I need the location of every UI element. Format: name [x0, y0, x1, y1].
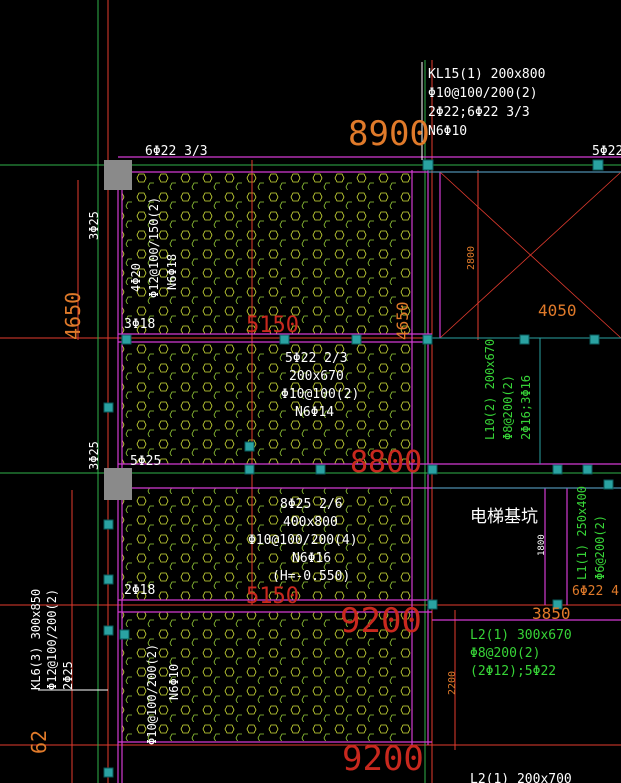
shaft-cross — [439, 171, 621, 339]
vertical-left-b1: Φ10@100/200(2) — [145, 644, 159, 745]
l1-line2: Φ6@200(2) — [593, 515, 607, 580]
dim-1800: 1800 — [537, 534, 547, 556]
dim-5150a: 5150 — [246, 313, 299, 338]
lower-beam-line1: 8Φ25 2/6 — [280, 497, 343, 512]
l2-line1: L2(1) 300x670 — [470, 628, 572, 643]
lower-beam-line5: (H=-0.550) — [272, 569, 350, 584]
columns — [104, 160, 132, 500]
lower-beam-line4: N6Φ16 — [292, 551, 331, 566]
kl15-line4: N6Φ10 — [428, 124, 467, 139]
left-col-upper: 3Φ25 — [87, 211, 101, 240]
dim-8800: 8800 — [350, 445, 422, 480]
left-bar-18b: 2Φ18 — [124, 583, 155, 598]
dim-4050: 4050 — [538, 301, 577, 320]
mid-beam-line1: 5Φ22 2/3 — [285, 351, 348, 366]
vertical-left-a3: N6Φ18 — [165, 254, 179, 290]
mid-beam-line3: Φ10@100(2) — [281, 387, 359, 402]
dim-9200a: 9200 — [340, 601, 422, 641]
left-bar-25: 5Φ25 — [130, 454, 161, 469]
vertical-left-b2: N6Φ10 — [167, 664, 181, 700]
kl15-line3: 2Φ22;6Φ22 3/3 — [428, 105, 530, 120]
dim-9200b: 9200 — [342, 739, 424, 779]
left-col-mid: 3Φ25 — [87, 441, 101, 470]
dim-62: 62 — [27, 730, 51, 754]
lower-beam-line3: Φ10@100/200(4) — [248, 533, 358, 548]
dim-2200: 2200 — [447, 671, 458, 695]
bottom-right-label: L2(1) 200x700 — [470, 772, 572, 783]
l10-line2: Φ8@200(2) — [501, 375, 515, 440]
l2-line2: Φ8@200(2) — [470, 646, 540, 661]
kl6-line3: 2Φ25 — [61, 661, 75, 690]
column-markers — [103, 159, 614, 778]
l2-line3: (2Φ12);5Φ22 — [470, 664, 556, 679]
elevator-pit-label: 电梯基坑 — [470, 507, 538, 527]
mid-beam-line4: N6Φ14 — [295, 405, 334, 420]
vertical-left-a2: Φ12@100/150(2) — [147, 197, 161, 298]
dim-8900: 8900 — [348, 114, 430, 154]
vertical-left-a1: 4Φ20 — [129, 263, 143, 292]
dim-5150b: 5150 — [246, 584, 299, 609]
kl15-line1: KL15(1) 200x800 — [428, 67, 545, 82]
kl6-line1: KL6(3) 300x850 — [29, 589, 43, 690]
dim-4650b: 4650 — [393, 301, 412, 340]
dim-3850: 3850 — [532, 604, 571, 623]
top-left-bar-label: 6Φ22 3/3 — [145, 144, 208, 159]
dim-2800: 2800 — [466, 246, 477, 270]
l1-line1: L1(1) 250x400 — [575, 486, 589, 580]
l10-line3: 2Φ16;3Φ16 — [519, 375, 533, 440]
mid-beam-line2: 200x670 — [289, 369, 344, 384]
top-right-bar-label: 5Φ22 — [592, 144, 621, 159]
left-bar-18a: 3Φ18 — [124, 317, 155, 332]
l10-line1: L10(2) 200x670 — [483, 339, 497, 440]
kl15-line2: Φ10@100/200(2) — [428, 86, 538, 101]
l1-bar-label: 6Φ22 4 — [572, 584, 619, 599]
slab-hatch-regions — [122, 172, 412, 742]
lower-beam-line2: 400x800 — [283, 515, 338, 530]
dim-4650: 4650 — [61, 292, 85, 340]
kl6-line2: Φ12@100/200(2) — [45, 589, 59, 690]
